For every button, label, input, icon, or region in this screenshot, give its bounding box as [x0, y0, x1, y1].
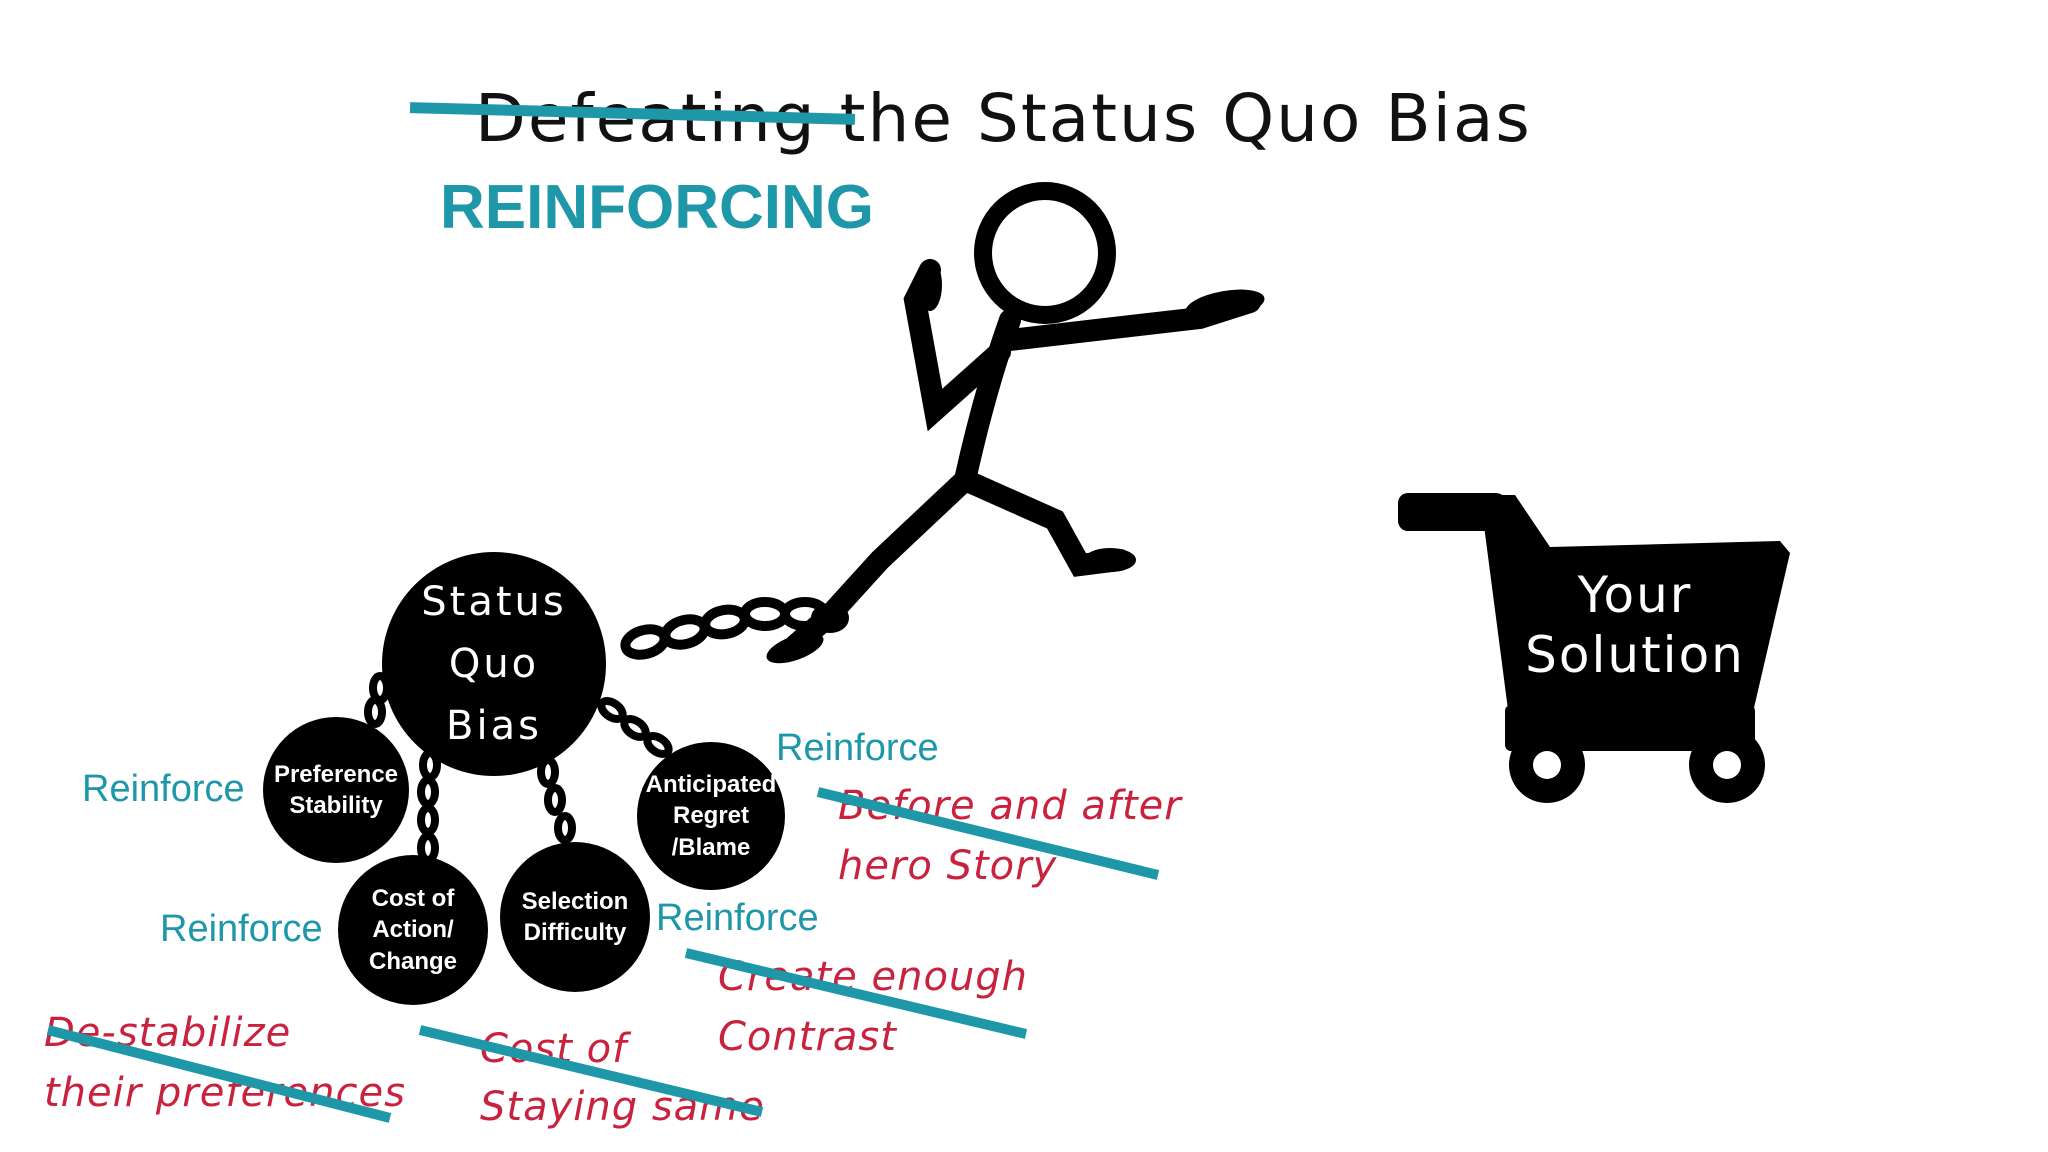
reinforce-label-cost: Reinforce [160, 908, 323, 950]
note-1-line-1: De-stabilize [44, 1010, 292, 1056]
subtitle-reinforcing: REINFORCING [440, 173, 874, 242]
slide-title: Defeating the Status Quo Bias [475, 80, 1532, 157]
factor-2-line-3: Change [368, 947, 457, 975]
factor-3-line-1: Selection [521, 887, 629, 915]
main-ball-line-1: Status [421, 579, 567, 625]
shopping-cart-icon [1398, 493, 1790, 803]
status-quo-bias-ball: Status Quo Bias [382, 552, 606, 776]
note-4-line-2: hero Story [838, 843, 1058, 889]
selection-difficulty-ball: Selection Difficulty [500, 842, 650, 992]
cart-line-1: Your [1577, 566, 1693, 624]
main-ball-line-3: Bias [446, 703, 542, 749]
factor-2-line-2: Action/ [372, 916, 454, 944]
factor-4-line-3: /Blame [671, 833, 751, 861]
factor-3-line-2: Difficulty [523, 919, 627, 946]
factor-4-line-1: Anticipated [645, 771, 777, 799]
cart-line-2: Solution [1525, 626, 1745, 684]
main-ball-line-2: Quo [448, 641, 540, 687]
factor-2-line-1: Cost of [371, 885, 455, 913]
factor-4-line-2: Regret [672, 802, 750, 830]
stick-figure-head [974, 182, 1116, 324]
anticipated-regret-ball: Anticipated Regret /Blame [637, 742, 785, 890]
reinforce-label-regret: Reinforce [776, 727, 939, 769]
note-2-line-2: Staying same [480, 1084, 765, 1130]
factor-1-line-2: Stability [289, 792, 383, 819]
main-chain [620, 597, 849, 660]
title-rest: the Status Quo Bias [839, 80, 1532, 157]
cart-label: Your Solution [1510, 565, 1760, 685]
cost-of-action-ball: Cost of Action/ Change [338, 855, 488, 1005]
reinforce-label-preference: Reinforce [82, 768, 245, 810]
reinforce-label-selection: Reinforce [656, 897, 819, 939]
note-3-line-2: Contrast [718, 1014, 897, 1060]
factor-1-line-1: Preference [273, 760, 399, 788]
factor-chains [364, 672, 673, 864]
note-create-contrast: Create enough Contrast [718, 947, 1028, 1067]
preference-stability-ball: Preference Stability [263, 717, 409, 863]
